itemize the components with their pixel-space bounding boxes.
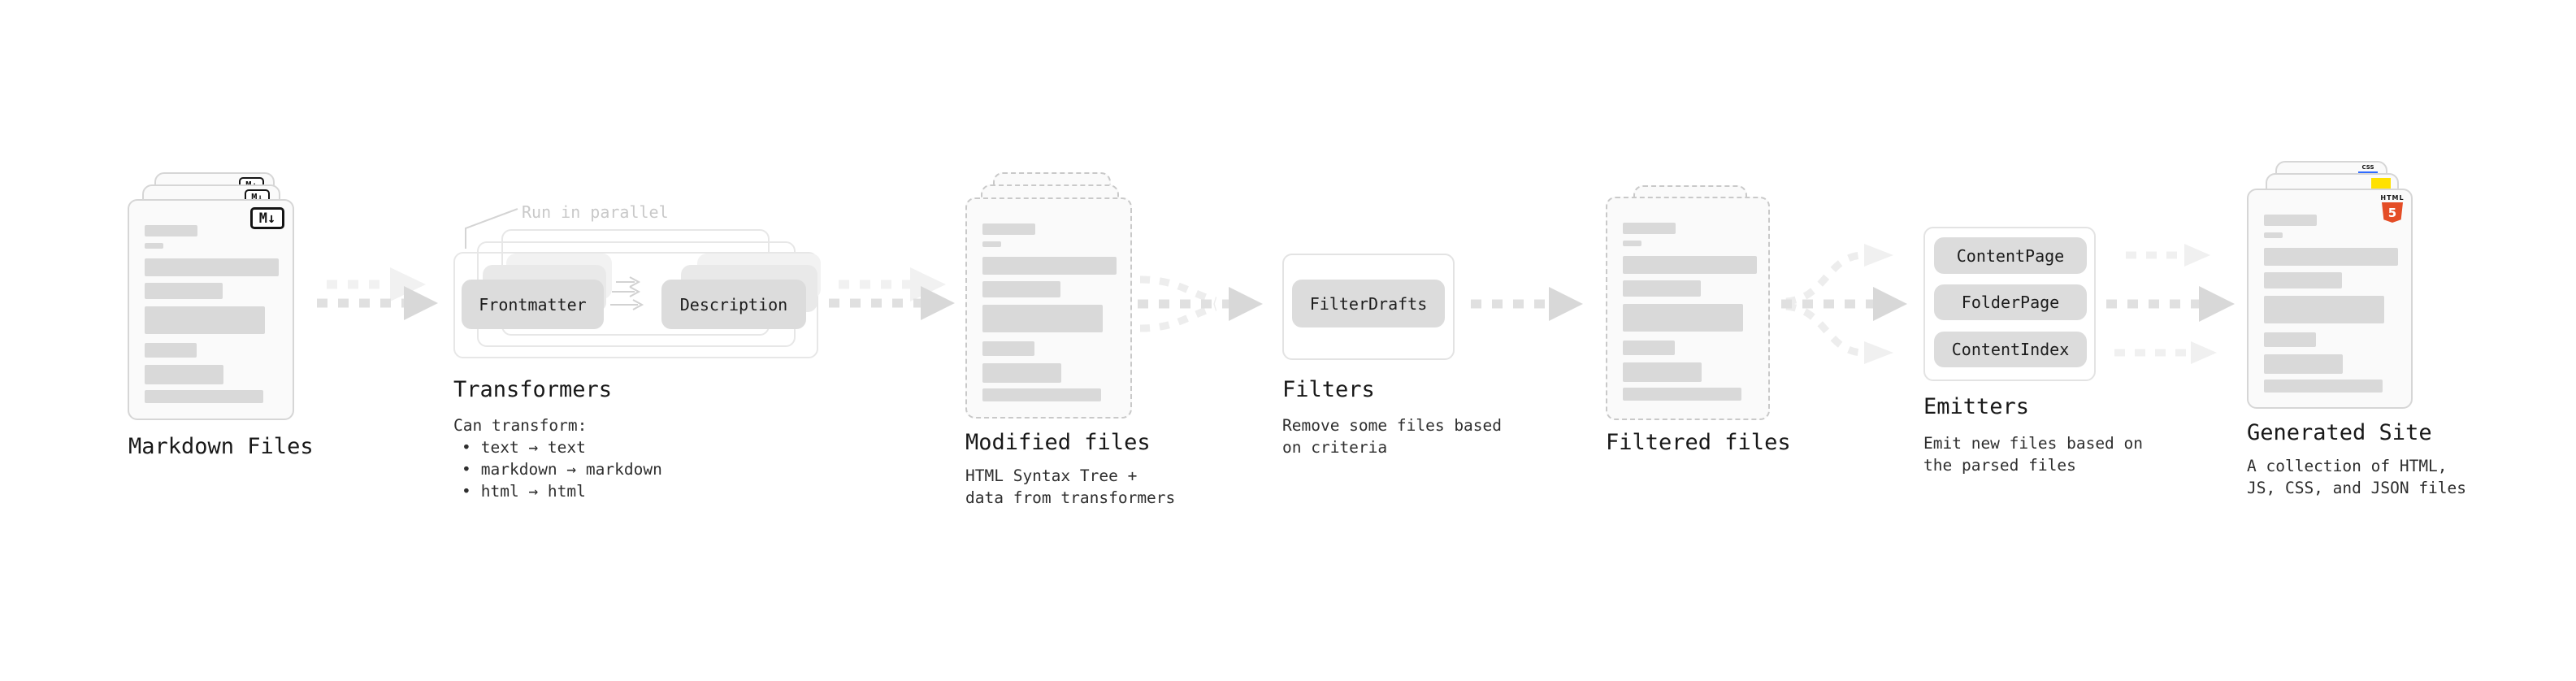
placeholder-bar — [145, 365, 223, 384]
can-transform-line: Can transform: — [453, 416, 588, 435]
placeholder-bar — [982, 281, 1060, 297]
placeholder-bar — [2264, 232, 2283, 238]
arrow-modified-to-filters — [1138, 275, 1263, 332]
placeholder-bar — [145, 283, 223, 299]
placeholder-bar — [1623, 340, 1675, 355]
placeholder-bar — [1623, 223, 1676, 234]
placeholder-bar — [1623, 304, 1743, 332]
placeholder-bar — [145, 343, 197, 358]
markdown-file-front: M↓ — [128, 199, 294, 420]
filtered-file-front — [1606, 197, 1770, 420]
html5-icon-word: HTML — [2380, 194, 2405, 202]
bullet-glyph: • — [462, 438, 471, 457]
arrow-filters-to-filtered — [1471, 287, 1583, 321]
transformer-container-front — [453, 252, 818, 358]
frontmatter-pill: Frontmatter — [462, 280, 604, 329]
filters-description: Remove some files based on criteria — [1282, 414, 1502, 458]
arrow-transformers-to-modified — [829, 267, 955, 320]
placeholder-bar — [145, 258, 279, 276]
placeholder-bar — [145, 306, 265, 334]
description-line: JS, CSS, and JSON files — [2247, 479, 2467, 497]
html5-icon: HTML 5 — [2380, 194, 2405, 223]
contentindex-pill: ContentIndex — [1934, 332, 2087, 367]
bullet-text: markdown → markdown — [480, 460, 662, 479]
placeholder-bar — [2264, 354, 2343, 374]
description-line: HTML Syntax Tree + — [965, 466, 1138, 485]
transform-bullet: • html → html — [453, 480, 662, 502]
placeholder-bar — [2264, 248, 2398, 266]
transform-bullet: • text → text — [453, 436, 662, 458]
stage-label-generated-site: Generated Site — [2247, 420, 2432, 445]
stage-label-transformers: Transformers — [453, 377, 613, 402]
generated-site-description: A collection of HTML, JS, CSS, and JSON … — [2247, 455, 2466, 499]
markdown-icon: M↓ — [250, 207, 284, 229]
markdown-icon-label: M↓ — [258, 210, 276, 227]
html5-icon-number: 5 — [2387, 205, 2397, 220]
placeholder-bar — [982, 305, 1103, 332]
description-line: data from transformers — [965, 488, 1176, 507]
bullet-glyph: • — [462, 482, 471, 501]
bullet-text: html → html — [480, 482, 586, 501]
placeholder-bar — [982, 341, 1034, 356]
transform-bullet: • markdown → markdown — [453, 458, 662, 480]
arrow-markdown-to-transformers — [317, 267, 438, 320]
placeholder-bar — [982, 223, 1035, 235]
placeholder-bar — [1623, 362, 1702, 382]
placeholder-bar — [982, 363, 1061, 383]
description-line: Remove some files based — [1282, 416, 1503, 435]
description-pill: Description — [661, 280, 806, 329]
emitters-description: Emit new files based on the parsed files — [1923, 432, 2143, 476]
folderpage-pill: FolderPage — [1934, 284, 2087, 320]
filterdrafts-pill: FilterDrafts — [1292, 280, 1445, 327]
modified-files-description: HTML Syntax Tree + data from transformer… — [965, 465, 1175, 509]
description-line: A collection of HTML, — [2247, 457, 2448, 475]
stage-label-modified-files: Modified files — [965, 430, 1151, 455]
placeholder-bar — [1623, 280, 1701, 297]
placeholder-bar — [2264, 296, 2384, 323]
placeholder-bar — [982, 241, 1001, 247]
stage-label-markdown-files: Markdown Files — [128, 434, 314, 459]
placeholder-bar — [1623, 256, 1757, 274]
description-line: the parsed files — [1923, 456, 2076, 475]
site-file-html: HTML 5 — [2247, 189, 2413, 409]
contentpage-pill: ContentPage — [1934, 237, 2087, 274]
js-icon — [2371, 178, 2391, 189]
placeholder-bar — [2264, 332, 2316, 347]
placeholder-bar — [2264, 272, 2342, 288]
placeholder-bar — [982, 257, 1117, 275]
arrow-filtered-to-emitters — [1781, 244, 1907, 364]
stage-label-filtered-files: Filtered files — [1606, 430, 1791, 455]
run-in-parallel-note: Run in parallel — [522, 202, 669, 222]
placeholder-bar — [982, 388, 1101, 401]
placeholder-bar — [145, 390, 263, 403]
placeholder-bar — [145, 243, 163, 249]
transformers-description: Can transform: • text → text • markdown → … — [453, 414, 662, 502]
bullet-text: text → text — [480, 438, 586, 457]
placeholder-bar — [1623, 241, 1641, 246]
placeholder-bar — [2264, 380, 2383, 393]
description-line: Emit new files based on — [1923, 434, 2144, 453]
stage-label-emitters: Emitters — [1923, 394, 2030, 419]
modified-file-front — [965, 197, 1132, 419]
html5-icon-shield: 5 — [2382, 202, 2403, 223]
placeholder-bar — [2264, 215, 2317, 226]
description-line: on criteria — [1282, 438, 1388, 457]
stage-label-filters: Filters — [1282, 377, 1375, 402]
placeholder-bar — [145, 225, 197, 236]
placeholder-bar — [1623, 388, 1741, 401]
arrow-emitters-to-site — [2106, 244, 2235, 364]
bullet-glyph: • — [462, 460, 471, 479]
css-icon: CSS — [2358, 164, 2378, 174]
